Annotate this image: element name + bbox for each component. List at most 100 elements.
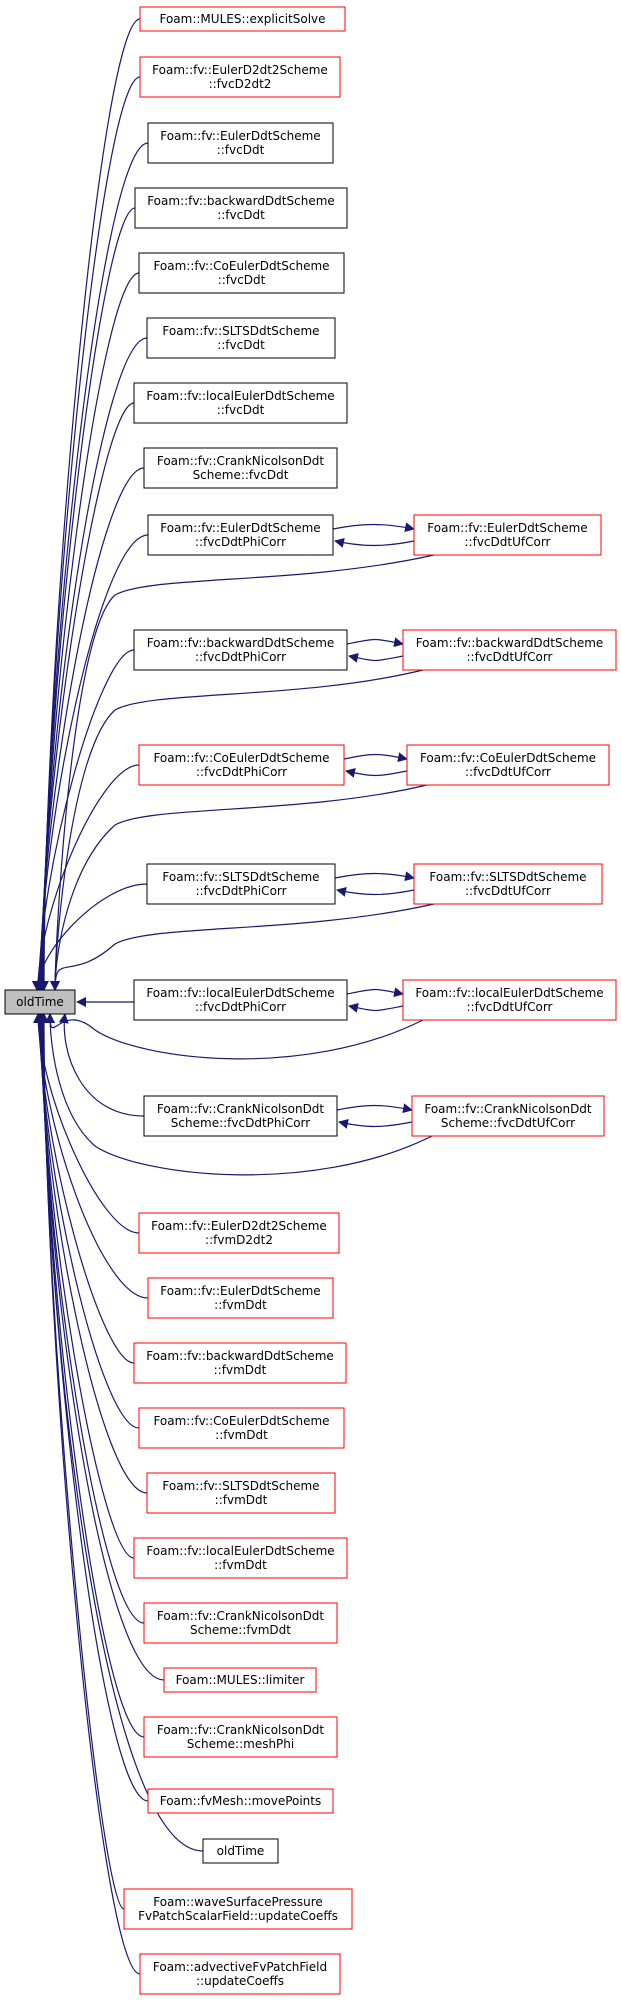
node-label: Foam::fv::CrankNicolsonDdt xyxy=(157,1609,325,1623)
graph-node: Foam::fv::CrankNicolsonDdtScheme::fvcDdt… xyxy=(143,1095,338,1137)
node-label: Foam::fv::SLTSDdtScheme xyxy=(162,1479,319,1493)
call-edge-n9-n9b xyxy=(332,522,415,533)
node-label: ::fvcDdt xyxy=(218,273,266,287)
node-label: ::fvcDdt xyxy=(217,338,265,352)
graph-node[interactable]: Foam::fv::CoEulerDdtScheme::fvcDdtUfCorr xyxy=(406,744,610,786)
node-box xyxy=(139,56,341,98)
node-label: Foam::fv::EulerDdtScheme xyxy=(160,1284,320,1298)
call-edge-n11b-n11 xyxy=(345,767,408,778)
node-label: ::fvmDdt xyxy=(214,1298,267,1312)
call-edge-n14b-root xyxy=(45,1013,433,1176)
graph-node: Foam::fv::CoEulerDdtScheme::fvcDdt xyxy=(138,252,345,294)
call-edge-n11 xyxy=(32,764,140,991)
node-label: Foam::fv::localEulerDdtScheme xyxy=(146,1544,334,1558)
graph-node[interactable]: Foam::advectiveFvPatchField::updateCoeff… xyxy=(139,1953,341,1995)
call-edge-n9b-root xyxy=(50,554,435,991)
node-box xyxy=(163,1667,317,1693)
graph-node[interactable]: Foam::fvMesh::movePoints xyxy=(147,1788,334,1814)
node-label: oldTime xyxy=(217,1844,265,1858)
graph-node[interactable]: Foam::fv::EulerDdtScheme::fvcDdtUfCorr xyxy=(413,514,602,556)
node-box xyxy=(402,979,617,1021)
graph-node[interactable]: Foam::fv::EulerD2dt2Scheme::fvcD2dt2 xyxy=(139,56,341,98)
graph-node[interactable]: Foam::fv::SLTSDdtScheme::fvcDdtUfCorr xyxy=(413,863,603,905)
node-label: Foam::fvMesh::movePoints xyxy=(160,1794,322,1808)
graph-node[interactable]: Foam::fv::CoEulerDdtScheme::fvmDdt xyxy=(138,1407,345,1449)
node-label: Foam::fv::EulerDdtScheme xyxy=(427,521,587,535)
call-edge-n8 xyxy=(35,467,145,991)
node-box xyxy=(202,1838,279,1864)
node-label: ::fvmDdt xyxy=(214,1558,267,1572)
node-label: Foam::fv::CoEulerDdtScheme xyxy=(420,751,596,765)
call-edge-n24 xyxy=(37,1013,149,1802)
node-label: Foam::fv::backwardDdtScheme xyxy=(146,1349,334,1363)
node-label: ::fvcDdtPhiCorr xyxy=(195,884,286,898)
node-label: FvPatchScalarField::updateCoeffs xyxy=(138,1909,338,1923)
node-label: Scheme::meshPhi xyxy=(187,1737,294,1751)
node-label: Foam::fv::CoEulerDdtScheme xyxy=(153,751,329,765)
graph-node: Foam::fv::backwardDdtScheme::fvcDdt xyxy=(134,187,348,229)
node-box xyxy=(402,629,617,671)
node-box xyxy=(139,1953,341,1995)
graph-node[interactable]: Foam::fv::SLTSDdtScheme::fvmDdt xyxy=(146,1472,336,1514)
call-edge-n12b-n12 xyxy=(336,886,415,897)
node-box xyxy=(147,1277,334,1319)
edges-layer xyxy=(31,18,435,1975)
node-label: ::fvmDdt xyxy=(215,1493,268,1507)
graph-node[interactable]: Foam::fv::localEulerDdtScheme::fvmDdt xyxy=(133,1537,348,1579)
call-edge-n12-n12b xyxy=(334,871,415,882)
node-box xyxy=(139,6,346,32)
node-label: ::fvcDdt xyxy=(217,143,265,157)
call-edge-n9 xyxy=(34,534,149,991)
node-label: Foam::MULES::explicitSolve xyxy=(159,12,325,26)
graph-node[interactable]: Foam::fv::EulerD2dt2Scheme::fvmD2dt2 xyxy=(138,1212,340,1254)
graph-node[interactable]: Foam::fv::localEulerDdtScheme::fvcDdtUfC… xyxy=(402,979,617,1021)
node-label: ::fvcDdtUfCorr xyxy=(467,1000,553,1014)
graph-node[interactable]: Foam::fv::backwardDdtScheme::fvmDdt xyxy=(133,1342,347,1384)
node-label: ::fvcDdt xyxy=(217,403,265,417)
node-box xyxy=(133,1342,347,1384)
graph-node[interactable]: Foam::fv::EulerDdtScheme::fvmDdt xyxy=(147,1277,334,1319)
node-box xyxy=(123,1888,353,1930)
node-label: ::fvmD2dt2 xyxy=(205,1233,273,1247)
call-edge-n11-n11b xyxy=(343,752,408,763)
call-edge-n27 xyxy=(39,1013,141,1975)
node-label: Scheme::fvcDdt xyxy=(193,468,289,482)
node-label: ::fvcDdtUfCorr xyxy=(465,884,551,898)
node-label: Foam::fv::backwardDdtScheme xyxy=(416,636,604,650)
node-label: Foam::waveSurfacePressure xyxy=(153,1895,323,1909)
node-box xyxy=(143,1716,338,1758)
node-box xyxy=(143,447,338,489)
node-label: Scheme::fvcDdtPhiCorr xyxy=(171,1116,310,1130)
graph-node[interactable]: Foam::MULES::limiter xyxy=(163,1667,317,1693)
graph-node[interactable]: Foam::fv::CrankNicolsonDdtScheme::fvcDdt… xyxy=(411,1095,605,1137)
node-box xyxy=(146,1472,336,1514)
node-label: Foam::fv::backwardDdtScheme xyxy=(147,636,335,650)
graph-node: Foam::fv::SLTSDdtScheme::fvcDdtPhiCorr xyxy=(146,863,336,905)
call-edge-n1 xyxy=(39,18,141,991)
graph-node: Foam::fv::localEulerDdtScheme::fvcDdt xyxy=(133,382,348,424)
call-edge-n13-n13b xyxy=(346,987,404,998)
node-label: Foam::fv::SLTSDdtScheme xyxy=(429,870,586,884)
nodes-layer: oldTime Foam::MULES::explicitSolveFoam::f… xyxy=(4,6,617,1995)
node-label: Foam::fv::CrankNicolsonDdt xyxy=(157,1102,325,1116)
graph-node[interactable]: Foam::fv::backwardDdtScheme::fvcDdtUfCor… xyxy=(402,629,617,671)
node-label: ::fvmDdt xyxy=(214,1363,267,1377)
call-edge-n12b-root xyxy=(50,903,435,991)
node-box xyxy=(147,122,334,164)
graph-node[interactable]: Foam::MULES::explicitSolve xyxy=(139,6,346,32)
node-label: ::fvcD2dt2 xyxy=(209,77,272,91)
node-label: Foam::fv::EulerD2dt2Scheme xyxy=(151,1219,327,1233)
graph-node[interactable]: Foam::fv::CrankNicolsonDdtScheme::meshPh… xyxy=(143,1716,338,1758)
graph-node: Foam::fv::localEulerDdtScheme::fvcDdtPhi… xyxy=(133,979,348,1021)
node-label: Foam::fv::backwardDdtScheme xyxy=(147,194,335,208)
node-label: Scheme::fvmDdt xyxy=(190,1623,291,1637)
graph-node: oldTime xyxy=(202,1838,279,1864)
graph-node: Foam::fv::backwardDdtScheme::fvcDdtPhiCo… xyxy=(133,629,348,671)
root-node-oldtime: oldTime xyxy=(4,989,76,1015)
node-label: Foam::fv::CrankNicolsonDdt xyxy=(157,454,325,468)
node-label: ::fvcDdtUfCorr xyxy=(465,535,551,549)
graph-node[interactable]: Foam::fv::CoEulerDdtScheme::fvcDdtPhiCor… xyxy=(138,744,345,786)
graph-node[interactable]: Foam::waveSurfacePressureFvPatchScalarFi… xyxy=(123,1888,353,1930)
